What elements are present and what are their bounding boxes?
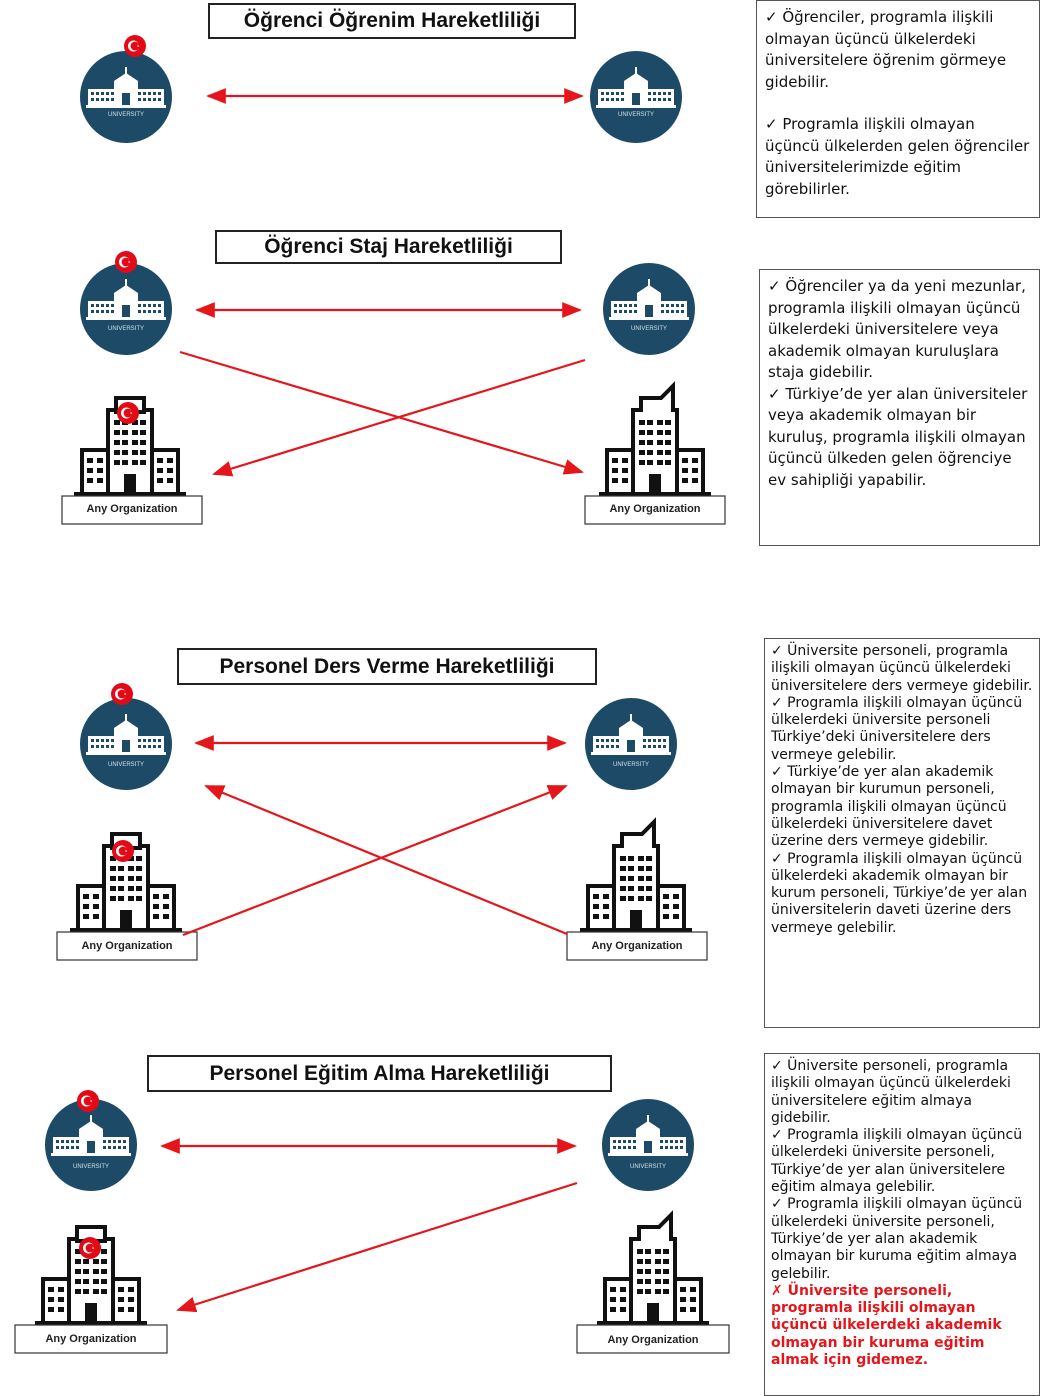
turkish-flag-icon [112,840,134,862]
organization-label-box [56,931,198,961]
title-staff-training: Personel Eğitim Alma Hareketliliği [147,1055,612,1092]
info-line: ✓ Öğrenciler ya da yeni mezunlar, progra… [768,277,1026,381]
university-third-country-icon [602,1099,694,1191]
info-line: ✓ Programla ilişkili olmayan üçüncü ülke… [771,850,1028,936]
organization-label: Any Organization [86,503,177,515]
university-label: UNIVERSITY [618,112,654,118]
organization-label: Any Organization [81,940,172,952]
turkish-flag-icon [117,402,139,424]
info-line: ✓ Öğrenciler, programla ilişkili olmayan… [765,8,1007,91]
info-line: ✓ Türkiye’de yer alan akademik olmayan b… [771,764,1007,850]
organization-label-box [14,1324,168,1354]
university-third-country-icon [590,51,682,143]
arrow-one-way [179,350,584,475]
info-box-staff-training: ✓ Üniversite personeli, programla ilişki… [764,1053,1040,1396]
university-label: UNIVERSITY [108,112,144,118]
info-line: ✓ Üniversite personeli, programla ilişki… [771,643,1033,694]
university-label: UNIVERSITY [631,326,667,332]
university-label: UNIVERSITY [630,1164,666,1170]
info-line: ✓ Programla ilişkili olmayan üçüncü ülke… [771,694,1023,763]
university-label: UNIVERSITY [108,326,144,332]
university-turkey-icon [80,35,172,143]
university-third-country-icon [585,698,677,790]
university-turkey-icon [80,683,172,790]
info-line: ✓ Programla ilişkili olmayan üçüncü ülke… [765,115,1030,198]
university-label: UNIVERSITY [73,1164,109,1170]
info-box-student-study: ✓ Öğrenciler, programla ilişkili olmayan… [756,0,1040,218]
university-turkey-icon [45,1090,137,1191]
info-box-staff-teaching: ✓ Üniversite personeli, programla ilişki… [764,638,1040,1028]
organization-label: Any Organization [45,1333,136,1345]
university-label: UNIVERSITY [108,762,144,768]
organization-label-box [61,495,203,525]
info-line: ✓ Türkiye’de yer alan üniversiteler veya… [768,384,1028,489]
title-student-internship: Öğrenci Staj Hareketliliği [215,230,562,264]
info-line: ✓ Programla ilişkili olmayan üçüncü ülke… [771,1196,1023,1282]
organization-third-country-icon [578,820,694,932]
arrow-one-way [176,1181,578,1313]
title-student-study: Öğrenci Öğrenim Hareketliliği [208,3,576,39]
info-line: ✓ Programla ilişkili olmayan üçüncü ülke… [771,1127,1023,1196]
turkish-flag-icon [124,35,146,57]
university-label: UNIVERSITY [613,762,649,768]
university-third-country-icon [603,263,695,355]
info-box-student-internship: ✓ Öğrenciler ya da yeni mezunlar, progra… [759,269,1040,546]
turkish-flag-icon [111,683,133,705]
arrow-one-way [212,358,586,477]
organization-third-country-icon [595,1213,711,1325]
turkish-flag-icon [77,1090,99,1112]
organization-label-box [566,931,708,961]
organization-turkey-icon [68,832,184,932]
turkish-flag-icon [115,251,137,273]
university-turkey-icon [80,251,172,355]
organization-label: Any Organization [607,1334,698,1346]
arrow-one-way [204,784,568,936]
info-line: ✓ Üniversite personeli, programla ilişki… [771,1058,1011,1126]
organization-turkey-icon [33,1225,149,1325]
organization-turkey-icon [72,396,188,496]
organization-label-box [584,495,726,525]
organization-third-country-icon [597,384,713,496]
organization-label-box [576,1324,730,1354]
title-staff-teaching: Personel Ders Verme Hareketliliği [177,648,597,685]
arrow-one-way [182,784,568,937]
turkish-flag-icon [79,1237,101,1259]
negative-line: ✗ Üniversite personeli, programla ilişki… [771,1282,1002,1369]
organization-label: Any Organization [609,503,700,515]
organization-label: Any Organization [591,940,682,952]
